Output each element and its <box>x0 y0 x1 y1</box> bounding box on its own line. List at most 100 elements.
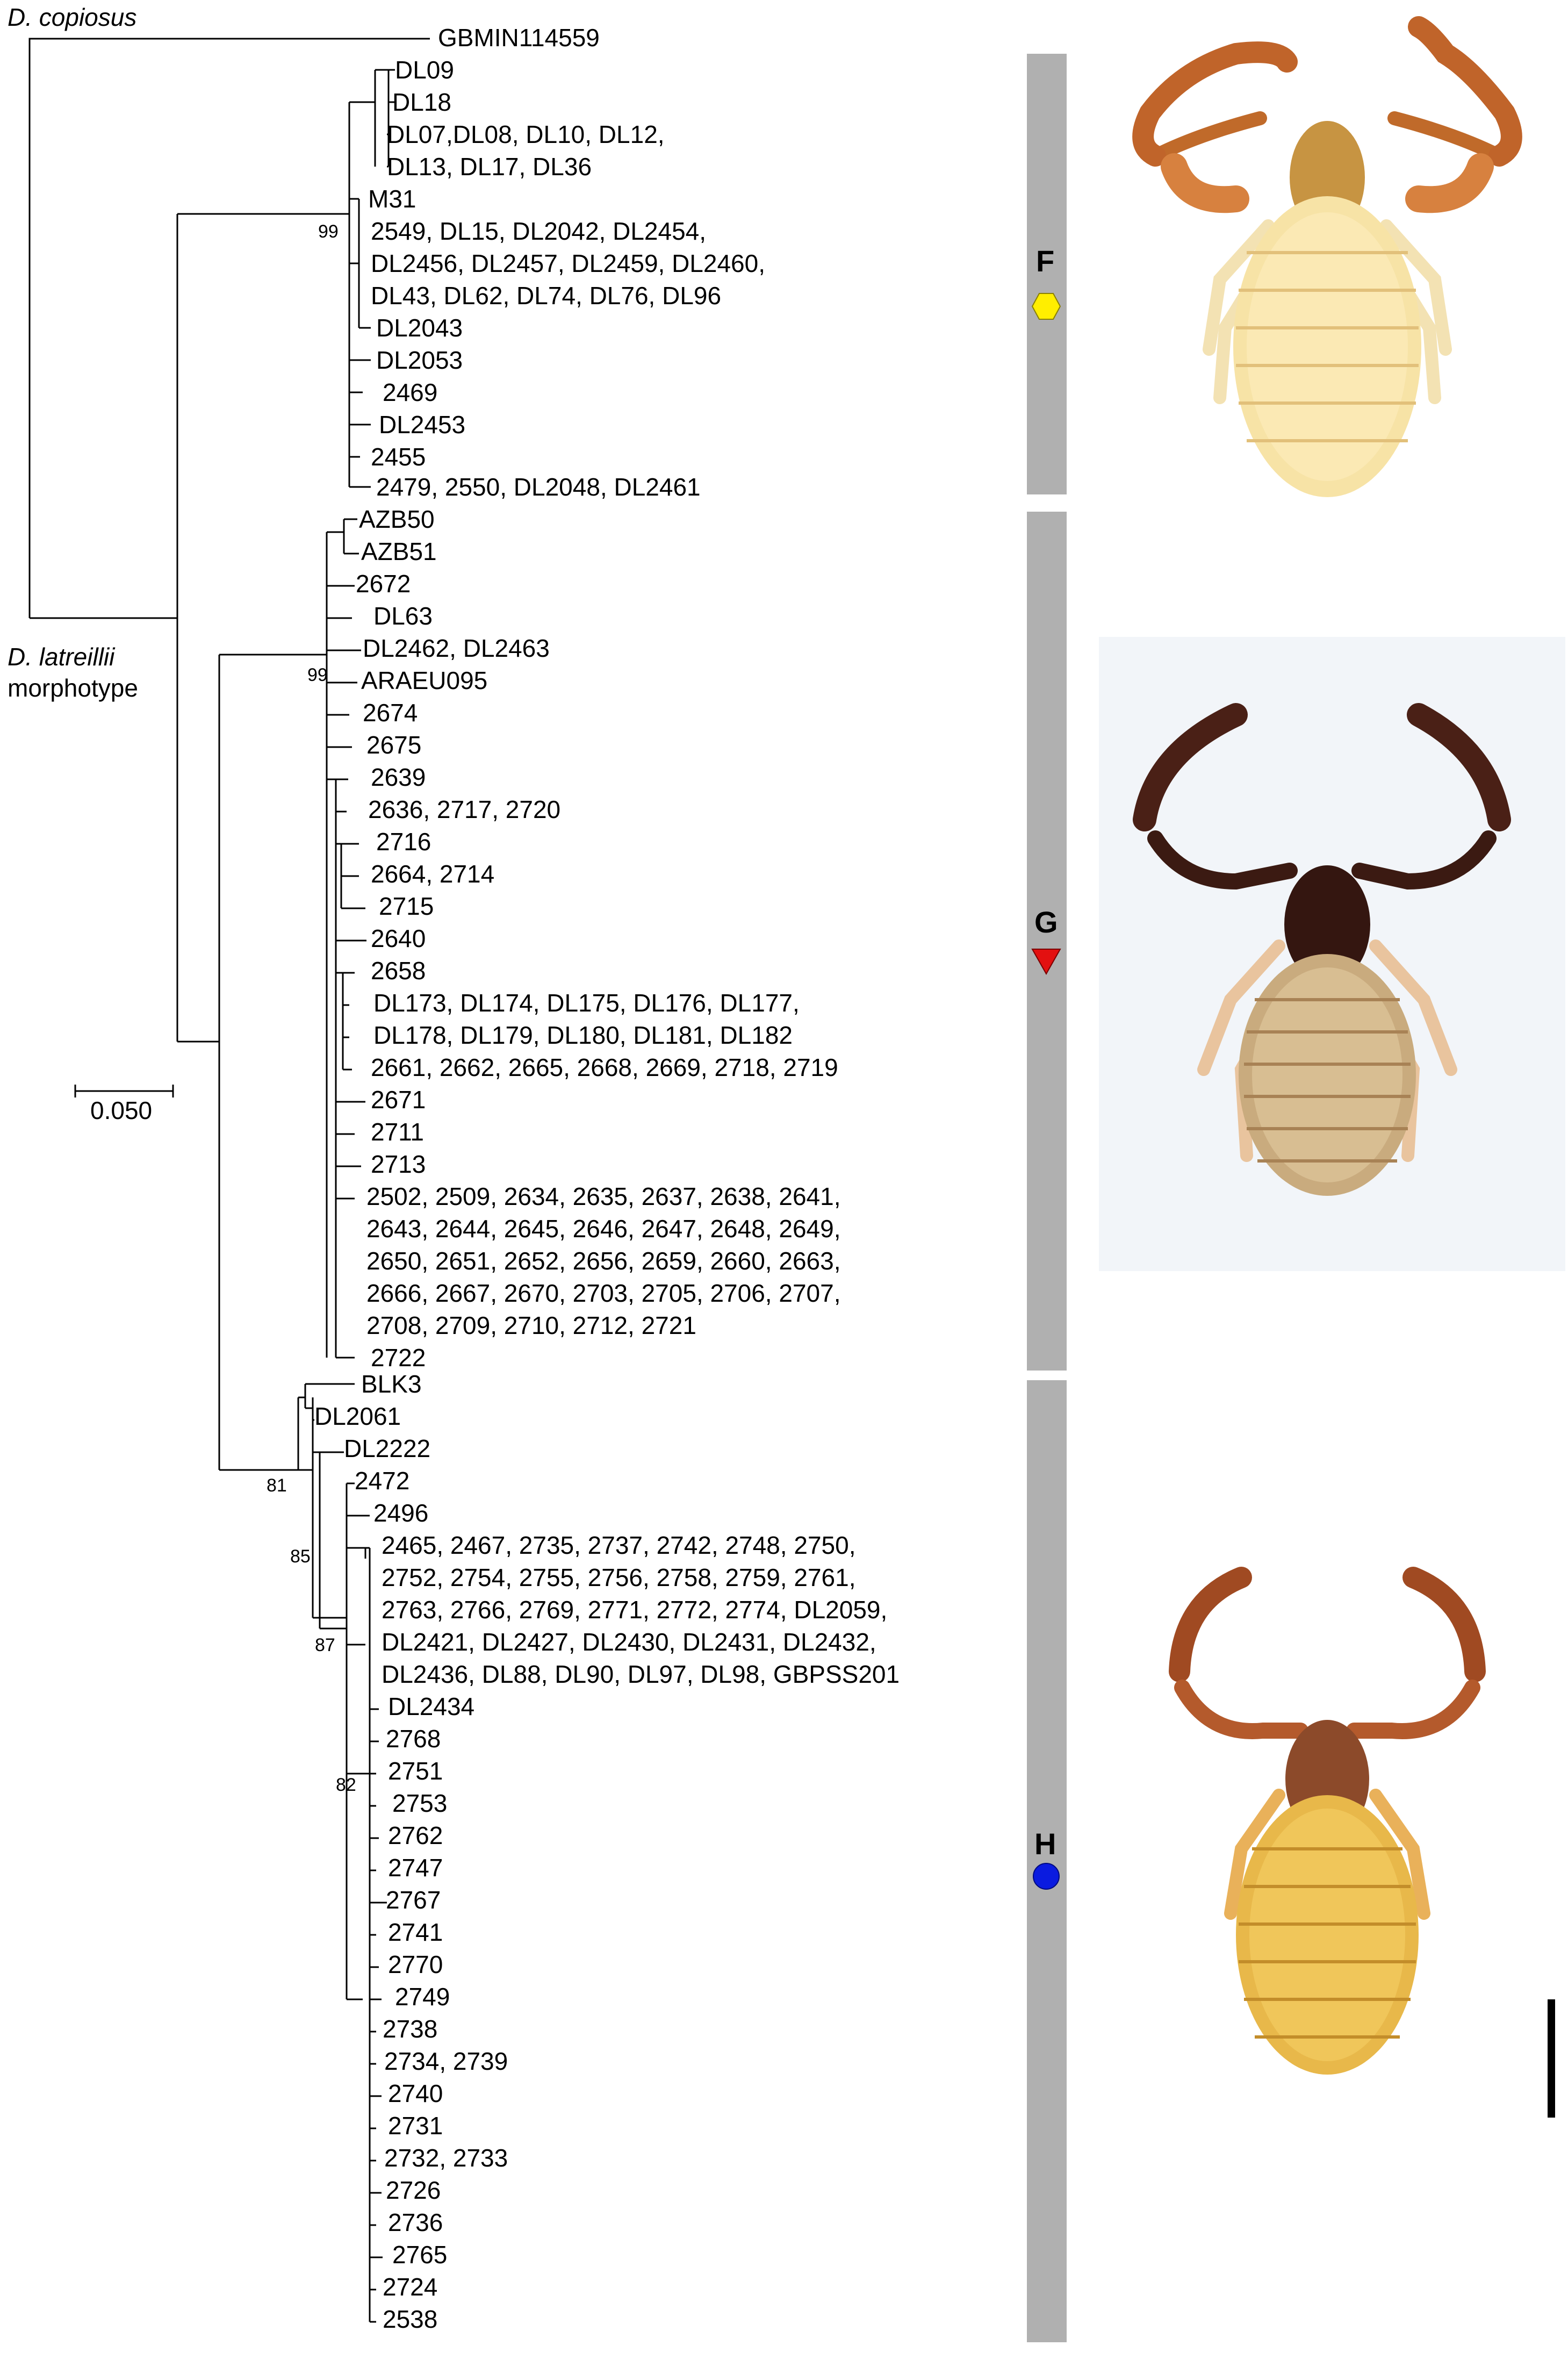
tip-label: DL13, DL17, DL36 <box>387 153 592 181</box>
tip-label: DL2453 <box>379 411 465 439</box>
tip-label: 2753 <box>392 1789 447 1817</box>
tip-label: 2711 <box>371 1118 424 1146</box>
tip-label: 2716 <box>376 828 431 856</box>
tip-label: AZB50 <box>359 505 435 533</box>
tip-label-outgroup: GBMIN114559 <box>438 24 600 52</box>
photo-scale-bar <box>1548 1999 1555 2118</box>
tip-label: 2724 <box>383 2273 437 2301</box>
tip-label: 2722 <box>371 1344 426 1372</box>
bootstrap-h-85: 85 <box>290 1546 311 1567</box>
tip-label: 2741 <box>388 1918 443 1946</box>
tip-label: 2713 <box>371 1150 426 1178</box>
outgroup-species-label: D. copiosus <box>8 3 136 31</box>
tip-label: 2658 <box>371 957 426 985</box>
specimen-photo-g <box>1133 703 1511 1196</box>
tip-label: DL173, DL174, DL175, DL176, DL177, <box>373 989 800 1017</box>
tip-label: 2762 <box>388 1821 443 1849</box>
tip-label: 2472 <box>355 1467 409 1495</box>
tip-label: 2731 <box>388 2112 443 2140</box>
clade-bar-f <box>1027 54 1067 494</box>
tip-label: 2768 <box>386 1725 441 1753</box>
tip-label: 2770 <box>388 1950 443 1978</box>
tip-label: 2479, 2550, DL2048, DL2461 <box>376 473 701 501</box>
clade-f-branches <box>348 69 395 488</box>
tip-label: 2549, DL15, DL2042, DL2454, <box>371 217 706 245</box>
clade-label-g: G <box>1034 905 1058 939</box>
tip-label: 2469 <box>383 378 437 406</box>
scale-bar <box>74 1085 174 1097</box>
tip-label: 2738 <box>383 2015 437 2043</box>
tip-label: DL2434 <box>388 1692 474 1720</box>
bootstrap-f: 99 <box>318 221 339 242</box>
tip-label: 2767 <box>386 1886 441 1914</box>
tip-label: 2538 <box>383 2305 437 2333</box>
clade-g-tips: AZB50 AZB51 2672 DL63 DL2462, DL2463 ARA… <box>356 505 840 1372</box>
tip-label: 2639 <box>371 763 426 791</box>
tip-label: 2734, 2739 <box>384 2047 508 2075</box>
clade-g-branches <box>326 518 366 1359</box>
tip-label: 2708, 2709, 2710, 2712, 2721 <box>366 1311 696 1339</box>
clade-bar-g <box>1027 512 1067 1371</box>
tip-label: 2765 <box>392 2241 447 2269</box>
tip-label: 2636, 2717, 2720 <box>368 795 560 823</box>
tip-label: 2650, 2651, 2652, 2656, 2659, 2660, 2663… <box>366 1247 840 1275</box>
tip-label: 2715 <box>379 892 434 920</box>
clade-label-h: H <box>1034 1827 1056 1861</box>
bootstrap-h-82: 82 <box>336 1775 356 1795</box>
tip-label: DL2421, DL2427, DL2430, DL2431, DL2432, <box>382 1628 876 1656</box>
ingroup-morphotype-label: morphotype <box>8 674 138 702</box>
tip-label: 2661, 2662, 2665, 2668, 2669, 2718, 2719 <box>371 1053 838 1081</box>
outgroup-branch <box>28 38 430 1471</box>
specimen-photo-f <box>1132 16 1522 497</box>
hexagon-icon <box>1031 293 1061 320</box>
tip-label: 2502, 2509, 2634, 2635, 2637, 2638, 2641… <box>366 1182 840 1210</box>
tip-label: 2643, 2644, 2645, 2646, 2647, 2648, 2649… <box>366 1215 840 1243</box>
specimen-photo-h <box>1169 1567 1486 2075</box>
circle-icon <box>1033 1863 1060 1890</box>
tip-label: BLK3 <box>361 1370 422 1398</box>
tip-label: 2465, 2467, 2735, 2737, 2742, 2748, 2750… <box>382 1531 855 1559</box>
ingroup-species-label: D. latreillii <box>8 643 116 671</box>
tip-label: M31 <box>368 185 416 213</box>
tip-label: 2675 <box>366 731 421 759</box>
tip-label: 2640 <box>371 924 426 952</box>
scale-bar-label: 0.050 <box>90 1096 152 1124</box>
tip-label: 2747 <box>388 1854 443 1882</box>
tip-label: DL09 <box>395 56 454 84</box>
clade-h-branches <box>297 1383 387 2323</box>
tip-label: 2752, 2754, 2755, 2756, 2758, 2759, 2761… <box>382 1563 855 1591</box>
tip-label: AZB51 <box>361 537 437 565</box>
tip-label: 2726 <box>386 2176 441 2204</box>
tip-label: 2749 <box>395 1983 450 2011</box>
tip-label: 2664, 2714 <box>371 860 494 888</box>
tip-label: DL2462, DL2463 <box>363 634 550 662</box>
clade-h-tips: BLK3 DL2061 DL2222 2472 2496 2465, 2467,… <box>314 1370 900 2333</box>
tip-label: DL2456, DL2457, DL2459, DL2460, <box>371 249 765 277</box>
tip-label: 2740 <box>388 2079 443 2107</box>
tip-label: 2455 <box>371 443 426 471</box>
tip-label: 2496 <box>373 1499 428 1527</box>
tip-label: DL43, DL62, DL74, DL76, DL96 <box>371 282 721 310</box>
tip-label: DL18 <box>392 88 451 116</box>
tip-label: 2763, 2766, 2769, 2771, 2772, 2774, DL20… <box>382 1596 887 1624</box>
tip-label: 2672 <box>356 570 411 598</box>
clade-bar-h <box>1027 1380 1067 2342</box>
tip-label: DL2053 <box>376 346 463 374</box>
bootstrap-g: 99 <box>307 665 328 685</box>
bootstrap-h-81: 81 <box>267 1475 287 1496</box>
tip-label: DL178, DL179, DL180, DL181, DL182 <box>373 1021 793 1049</box>
tip-label: 2736 <box>388 2208 443 2236</box>
tip-label: 2671 <box>371 1086 426 1114</box>
tip-label: ARAEU095 <box>361 666 487 694</box>
clade-f-tips: DL09 DL18 DL07,DL08, DL10, DL12, DL13, D… <box>368 56 765 501</box>
tip-label: 2674 <box>363 699 418 727</box>
tip-label: DL2043 <box>376 314 463 342</box>
tip-label: 2732, 2733 <box>384 2144 508 2172</box>
triangle-icon <box>1031 949 1061 975</box>
tip-label: DL07,DL08, DL10, DL12, <box>387 120 665 148</box>
bootstrap-h-87: 87 <box>315 1635 335 1655</box>
clade-label-f: F <box>1036 244 1054 278</box>
tip-label: DL63 <box>373 602 433 630</box>
